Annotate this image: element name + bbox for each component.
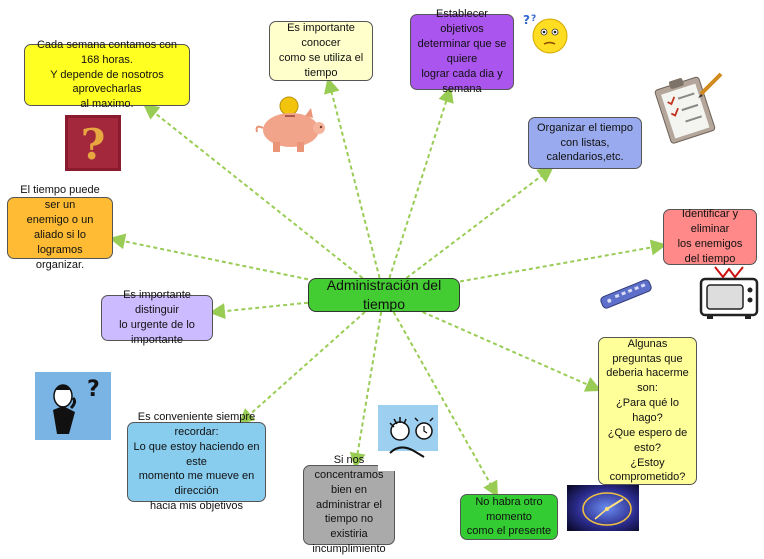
- alarm-clock-person-icon: [378, 405, 438, 471]
- connector-n7: [209, 301, 309, 320]
- thinking-person-icon: ?: [35, 372, 111, 440]
- node-conocer-tiempo[interactable]: Es importante conocer como se utiliza el…: [269, 21, 373, 81]
- connector-n10: [349, 311, 383, 469]
- connector-n6: [109, 233, 309, 281]
- node-momento-presente[interactable]: No habra otro momento como el presente: [460, 494, 558, 540]
- connector-n9: [238, 311, 366, 425]
- connector-n2: [323, 77, 381, 279]
- remote-control-icon: [600, 279, 652, 309]
- node-enemigo-aliado[interactable]: El tiempo puede ser un enemigo o un alia…: [7, 184, 113, 271]
- piggy-bank-icon: [255, 96, 325, 152]
- thinking-face-icon: ? ?: [523, 13, 568, 54]
- clock-photo-icon: [567, 485, 639, 531]
- svg-text:?: ?: [523, 13, 530, 27]
- connector-n4: [405, 166, 554, 279]
- connector-n3: [388, 86, 454, 279]
- connector-n8: [422, 311, 602, 392]
- television-icon: [699, 266, 759, 319]
- node-urgente-importante[interactable]: Es importante distinguir lo urgente de l…: [101, 289, 213, 346]
- clipboard-checklist-icon: [654, 72, 723, 144]
- node-concentramos[interactable]: Si nos concentramos bien en administrar …: [303, 454, 395, 555]
- connector-n5: [459, 239, 667, 283]
- node-168-horas[interactable]: Cada semana contamos con 168 horas. Y de…: [24, 39, 190, 110]
- node-identificar-enemigos[interactable]: Identificar y eliminar los enemigos del …: [663, 208, 757, 265]
- svg-text:?: ?: [531, 14, 536, 24]
- svg-text:?: ?: [87, 377, 100, 402]
- node-conveniente-recordar[interactable]: Es conveniente siempre recordar: Lo que …: [127, 411, 266, 512]
- node-establecer-objetivos[interactable]: Establecer objetivos determinar que se q…: [410, 8, 514, 95]
- node-preguntas[interactable]: Algunas preguntas que deberia hacerme so…: [598, 337, 697, 485]
- node-organizar-tiempo[interactable]: Organizar el tiempo con listas, calendar…: [528, 117, 642, 169]
- center-node[interactable]: Administración del tiempo: [308, 277, 460, 312]
- question-mark-icon: ?: [65, 115, 121, 171]
- svg-text:?: ?: [81, 120, 106, 169]
